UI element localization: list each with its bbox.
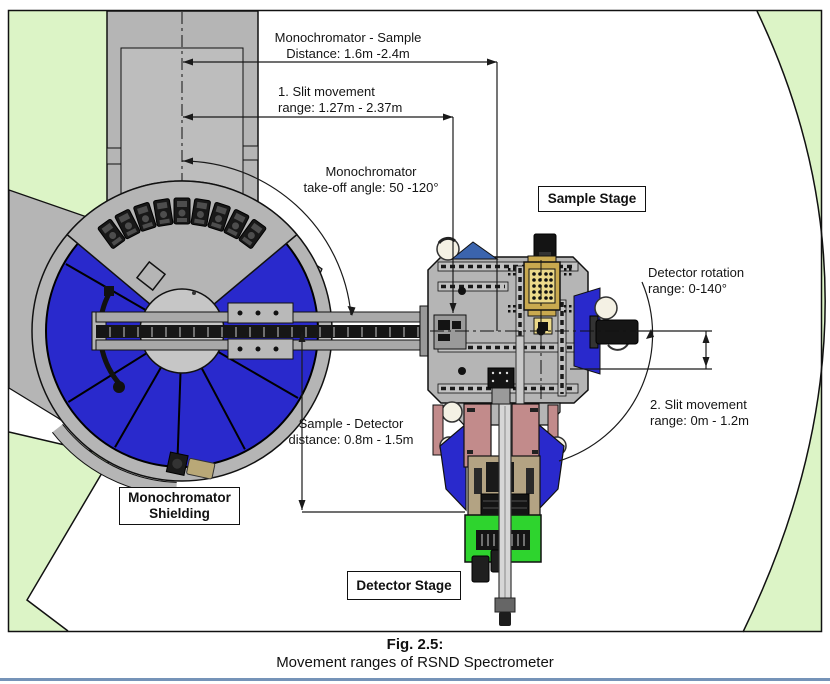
floor-background <box>8 10 826 633</box>
takeoff-angle-arc <box>181 160 352 316</box>
label-slit1-range: 1. Slit movement range: 1.27m - 2.37m <box>278 84 403 115</box>
label-box-detector-stage: Detector Stage <box>347 571 461 600</box>
figure-number: Fig. 2.5: <box>386 636 444 653</box>
figure-border <box>7 9 823 633</box>
detector-motor <box>471 555 490 583</box>
beam-tube <box>91 302 435 360</box>
page-footer-rule <box>0 678 830 681</box>
sample-table <box>523 255 561 335</box>
label-box-sample-stage: Sample Stage <box>538 186 646 212</box>
label-takeoff-angle: Monochromator take-off angle: 50 -120° <box>303 164 439 195</box>
arm-clamp <box>487 367 515 389</box>
shielding-drums <box>97 197 267 249</box>
label-box-monochromator-shielding: Monochromator Shielding <box>119 487 240 525</box>
label-slit2-range: 2. Slit movement range: 0m - 1.2m <box>650 397 749 428</box>
figure-caption: Fig. 2.5: Movement ranges of RSND Spectr… <box>0 636 830 671</box>
shielding-hatch-plate <box>135 260 167 292</box>
shielding-segment-lines <box>65 263 299 465</box>
beam-exit-collimator <box>595 319 639 345</box>
shielding-drive-motor <box>165 451 216 480</box>
dimension-annotations <box>181 61 712 513</box>
detector-rotation-arc <box>558 281 654 462</box>
detector-stage-drawing <box>432 403 567 626</box>
figure-title: Movement ranges of RSND Spectrometer <box>276 654 554 671</box>
detector-counterweight-left <box>439 422 467 512</box>
sample-stage-drawing <box>427 233 650 426</box>
bolt-dot-clusters <box>508 268 572 313</box>
label-mono-sample-distance: Monochromator - Sample Distance: 1.6m -2… <box>274 30 422 61</box>
sample-axis-dot <box>536 326 546 336</box>
dimension-arrowheads <box>183 58 710 510</box>
stage-wedge <box>450 241 499 260</box>
label-sample-detector-distance: Sample - Detector distance: 0.8m - 1.5m <box>288 416 414 447</box>
label-detector-rotation: Detector rotation range: 0-140° <box>648 265 745 296</box>
